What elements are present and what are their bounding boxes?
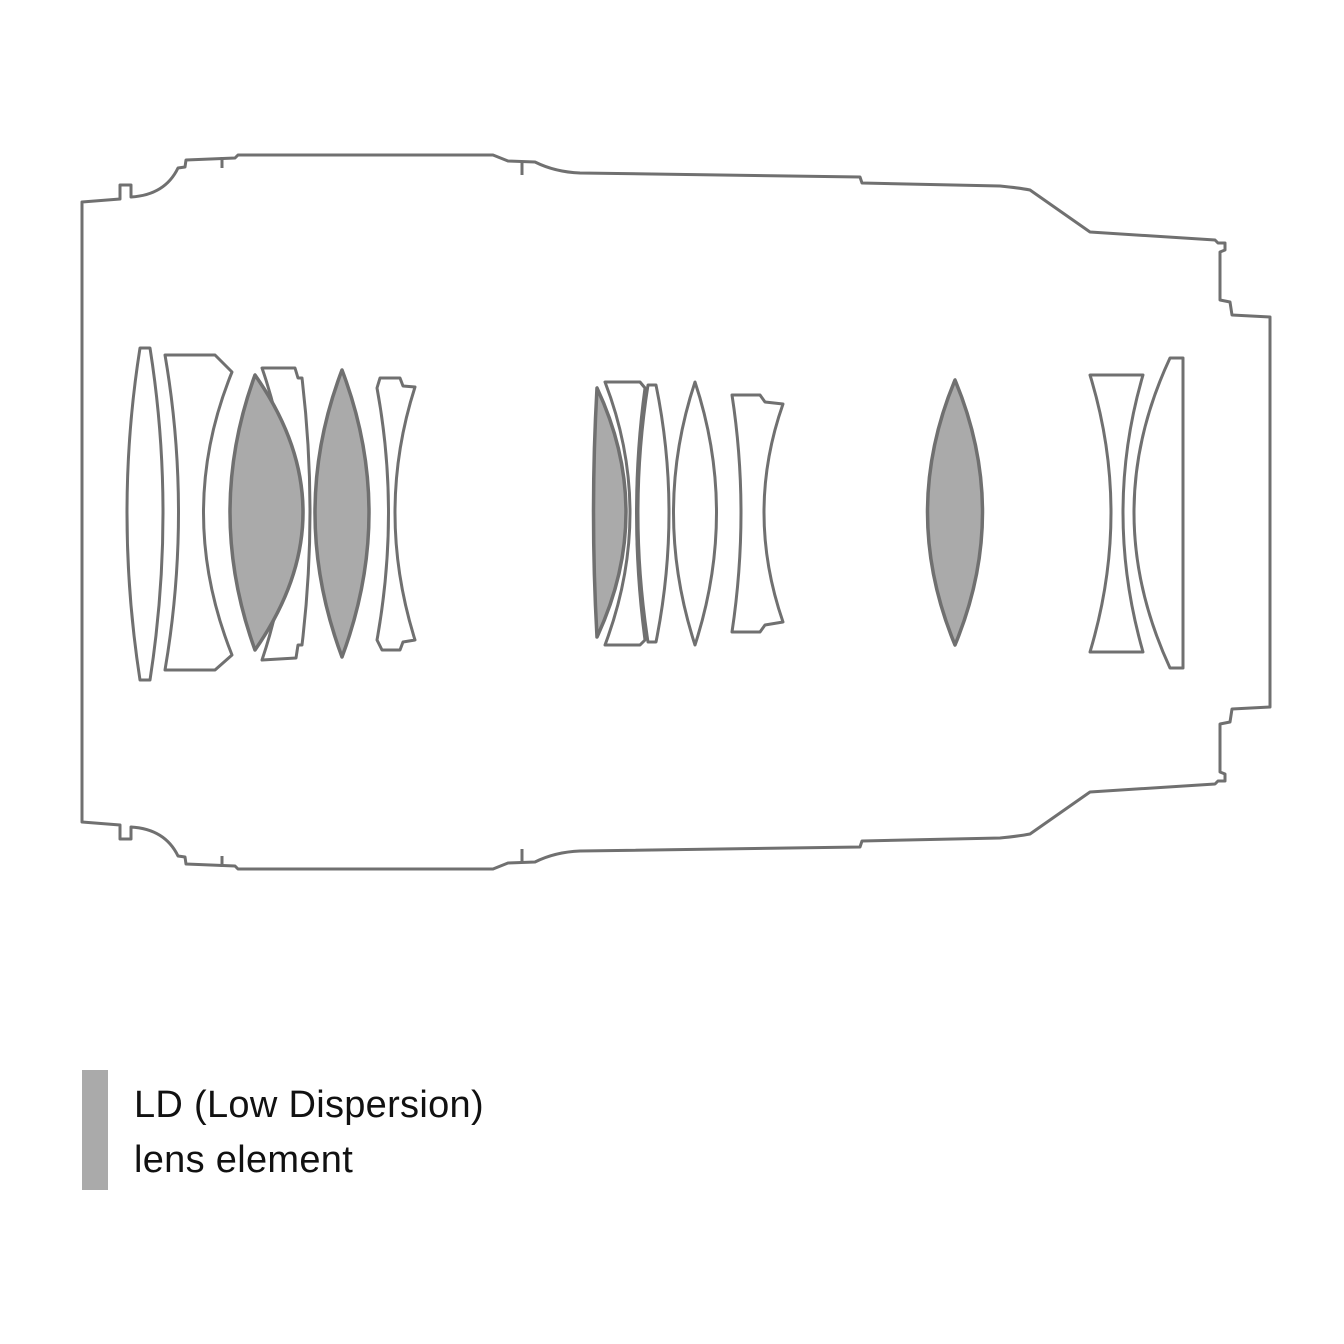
barrel-notches: [220, 157, 524, 867]
lens-element-6: [375, 376, 417, 652]
lens-element-11: [730, 393, 785, 634]
lens-element-8: [603, 380, 647, 647]
barrel-top-half: [80, 153, 1272, 512]
lens-barrel-outline: [80, 153, 1272, 871]
ld-legend-swatch: [82, 1070, 108, 1190]
lens-element-13: [1088, 373, 1145, 654]
legend-line-2: lens element: [134, 1139, 354, 1181]
legend-label: LD (Low Dispersion) lens element: [134, 1078, 484, 1188]
middle-lens-group: [591, 380, 785, 647]
lens-element-10: [672, 380, 718, 647]
ld-lens-element-5: [313, 368, 371, 659]
ld-lens-element-3: [228, 373, 305, 652]
front-lens-group: [125, 346, 417, 682]
barrel-bottom-half: [80, 512, 1272, 871]
ld-lens-element-12: [925, 378, 985, 647]
lens-element-1: [125, 346, 165, 682]
rear-lens-group: [925, 356, 1185, 670]
lens-element-2: [163, 353, 234, 672]
lens-element-9: [636, 383, 671, 644]
lens-element-14: [1132, 356, 1185, 670]
legend-line-1: LD (Low Dispersion): [134, 1084, 484, 1126]
ld-lens-element-7: [591, 386, 628, 639]
